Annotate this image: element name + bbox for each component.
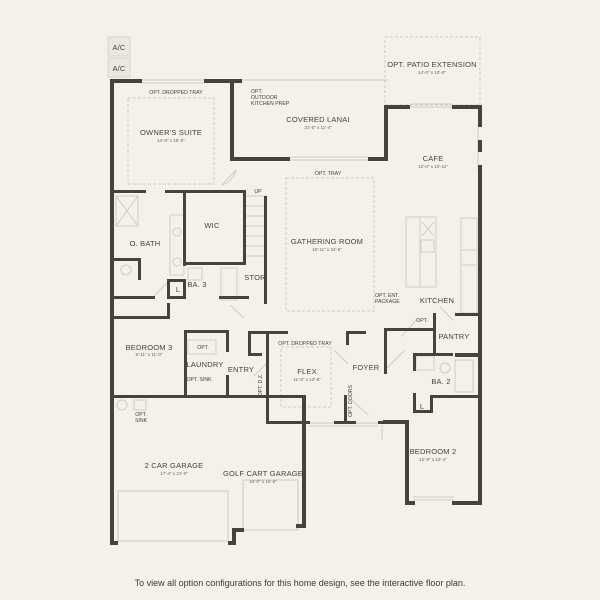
room-cafe: CAFE 12'-0" x 10'-11" xyxy=(418,154,448,169)
cafe-dim: 12'-0" x 10'-11" xyxy=(418,164,448,169)
lanai-note-2: OUTDOOR xyxy=(251,95,278,101)
ac-label: A/C xyxy=(112,64,125,73)
lanai-note-3: KITCHEN PREP xyxy=(251,101,290,107)
room-flex: OPT. DROPPED TRAY FLEX 11'-0" x 13'-8" xyxy=(278,341,332,382)
wic-name: WIC xyxy=(204,221,220,230)
stairs xyxy=(244,195,267,257)
garage-door-2car xyxy=(117,490,229,542)
ac-unit: A/C xyxy=(107,36,131,57)
room-bedroom2: BEDROOM 2 12'-8" x 12'-4" xyxy=(410,447,457,462)
room-laundry: OPT. LAUNDRY OPT. SINK xyxy=(186,345,223,383)
bedroom2-dim: 12'-8" x 12'-4" xyxy=(419,457,447,462)
walls xyxy=(110,79,482,545)
golf-garage-dim: 10'-0" x 15'-6" xyxy=(249,479,277,484)
entry-name: ENTRY xyxy=(228,365,254,374)
lanai-note-1: OPT. xyxy=(251,89,263,95)
ba2-linen: L xyxy=(420,402,424,411)
o-bath-name: O. BATH xyxy=(130,239,161,248)
owners-suite-tray xyxy=(127,97,215,185)
bedroom3-dim: 9'-11" x 11'-0" xyxy=(135,352,162,357)
kitchen-name: KITCHEN xyxy=(420,296,454,305)
owners-suite-note: OPT. DROPPED TRAY xyxy=(149,90,203,96)
door-swings xyxy=(153,169,454,416)
ba3-linen: L xyxy=(176,285,180,294)
garage-sink-line1: OPT. xyxy=(135,412,147,418)
room-covered-lanai: OPT. OUTDOOR KITCHEN PREP COVERED LANAI xyxy=(251,89,350,124)
room-owners-suite: OPT. DROPPED TRAY OWNER'S SUITE 14'-0" x… xyxy=(140,90,203,143)
opt-dz-label: OPT. D.Z. xyxy=(258,374,264,397)
bedroom2-name: BEDROOM 2 xyxy=(410,447,457,456)
ba2-name: BA. 2 xyxy=(431,377,450,386)
flex-name: FLEX xyxy=(297,367,317,376)
cafe-name: CAFE xyxy=(423,154,444,163)
lanai-dim: 22'-0" x 11'-4" xyxy=(304,125,332,130)
gathering-room-tray xyxy=(285,177,375,312)
bedroom3-name: BEDROOM 3 xyxy=(126,343,173,352)
footer-note: To view all option configurations for th… xyxy=(134,578,466,588)
flex-dim: 11'-0" x 13'-8" xyxy=(293,377,321,382)
opt-ent-package-line1: OPT. ENT. xyxy=(375,293,399,299)
bath-fixtures xyxy=(115,195,474,411)
gathering-note: OPT. TRAY xyxy=(315,171,342,177)
foyer-name: FOYER xyxy=(353,363,380,372)
lanai-name: COVERED LANAI xyxy=(286,115,349,124)
ac-label: A/C xyxy=(112,43,125,52)
windows xyxy=(111,79,479,501)
garage-dim: 17'-4" x 21'-0" xyxy=(160,471,188,476)
ba3-name: BA. 3 xyxy=(187,280,206,289)
room-gathering: OPT. TRAY GATHERING ROOM 16'-11" x 24'-5… xyxy=(291,171,363,252)
room-patio-extension: OPT. PATIO EXTENSION 14'-0" x 10'-0" xyxy=(387,60,477,75)
laundry-opt: OPT. xyxy=(197,345,209,351)
ac-unit: A/C xyxy=(107,57,131,78)
room-2-car-garage: 2 CAR GARAGE 17'-4" x 21'-0" xyxy=(145,461,204,476)
room-golf-cart-garage: GOLF CART GARAGE 10'-0" x 15'-6" xyxy=(223,469,303,484)
patio-name: OPT. PATIO EXTENSION xyxy=(387,60,477,69)
golf-garage-name: GOLF CART GARAGE xyxy=(223,469,303,478)
garage-name: 2 CAR GARAGE xyxy=(145,461,204,470)
flex-note: OPT. DROPPED TRAY xyxy=(278,341,332,347)
gathering-name: GATHERING ROOM xyxy=(291,237,363,246)
owners-suite-name: OWNER'S SUITE xyxy=(140,128,202,137)
kitchen-opt: OPT. xyxy=(416,318,428,324)
opt-ent-package-line2: PACKAGE xyxy=(375,299,400,305)
gathering-dim: 16'-11" x 24'-5" xyxy=(312,247,342,252)
stor-name: STOR xyxy=(244,273,266,282)
owners-suite-dim: 14'-0" x 15'-0" xyxy=(157,138,185,143)
opt-doors-label: OPT. DOORS xyxy=(348,384,354,417)
stairs-up-label: UP xyxy=(254,189,262,195)
patio-extension-outline xyxy=(384,36,481,106)
pantry-name: PANTRY xyxy=(439,332,470,341)
room-bedroom3: BEDROOM 3 9'-11" x 11'-0" xyxy=(126,343,173,357)
garage-door-golf xyxy=(242,479,299,531)
patio-dim: 14'-0" x 10'-0" xyxy=(418,70,446,75)
laundry-sink: OPT. SINK xyxy=(186,377,212,383)
laundry-name: LAUNDRY xyxy=(186,360,223,369)
garage-sink-line2: SINK xyxy=(135,418,148,424)
